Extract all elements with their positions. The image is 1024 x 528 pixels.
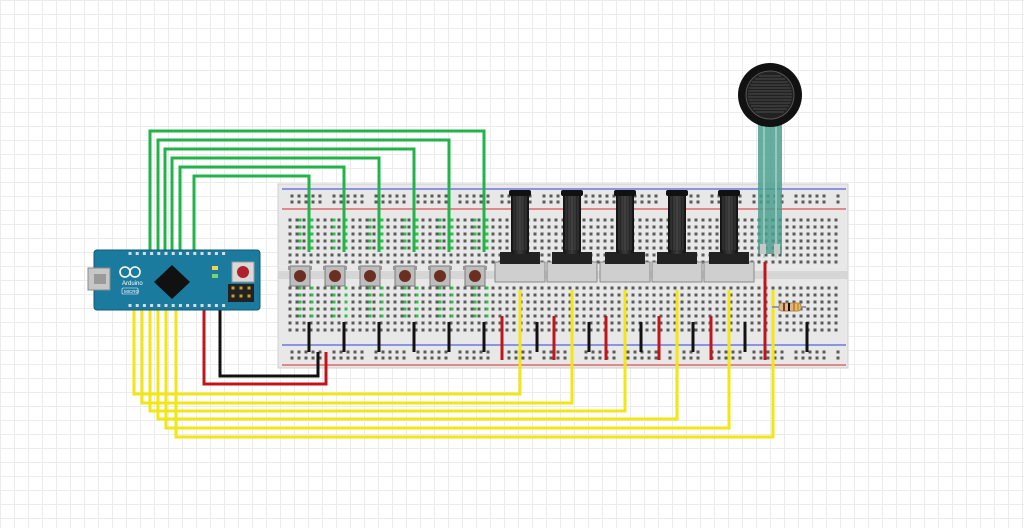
potentiometer (651, 190, 703, 283)
push-button (393, 265, 417, 287)
arduino-micro-board: Arduino MICRO (87, 249, 261, 311)
ground-wire (218, 306, 320, 378)
analog-signal-wires (132, 290, 775, 439)
power-wires (202, 306, 328, 386)
yellow-wire (132, 290, 522, 396)
push-button (323, 265, 347, 287)
green-wire (163, 147, 416, 256)
potentiometers (494, 190, 755, 283)
push-button (358, 265, 382, 287)
potentiometer (599, 190, 651, 283)
green-wire (178, 165, 346, 256)
yellow-wire (140, 290, 574, 405)
green-wire (192, 174, 311, 256)
push-button (428, 265, 452, 287)
push-buttons (288, 265, 487, 287)
reset-button-icon (237, 266, 249, 278)
button-signal-wires (148, 129, 486, 256)
force-sensitive-resistor (738, 63, 802, 258)
yellow-wire (164, 290, 731, 430)
fsr-tail (758, 118, 782, 254)
potentiometer (703, 190, 755, 283)
potentiometer (494, 190, 546, 283)
push-button (288, 265, 312, 287)
yellow-wire (174, 290, 775, 439)
arduino-logo-icon (119, 266, 141, 278)
green-wire (156, 138, 451, 256)
board-brand-label: Arduino (122, 281, 143, 287)
push-button (463, 265, 487, 287)
yellow-wire (156, 290, 679, 421)
potentiometer (546, 190, 598, 283)
green-wire (170, 156, 381, 256)
microcontroller-chip (154, 265, 190, 299)
power-wire (202, 306, 328, 386)
board-model-label: MICRO (124, 289, 139, 294)
breadboard-jumpers (307, 262, 809, 360)
green-wire (148, 129, 486, 256)
yellow-wire (148, 290, 627, 413)
resistor (772, 302, 806, 312)
